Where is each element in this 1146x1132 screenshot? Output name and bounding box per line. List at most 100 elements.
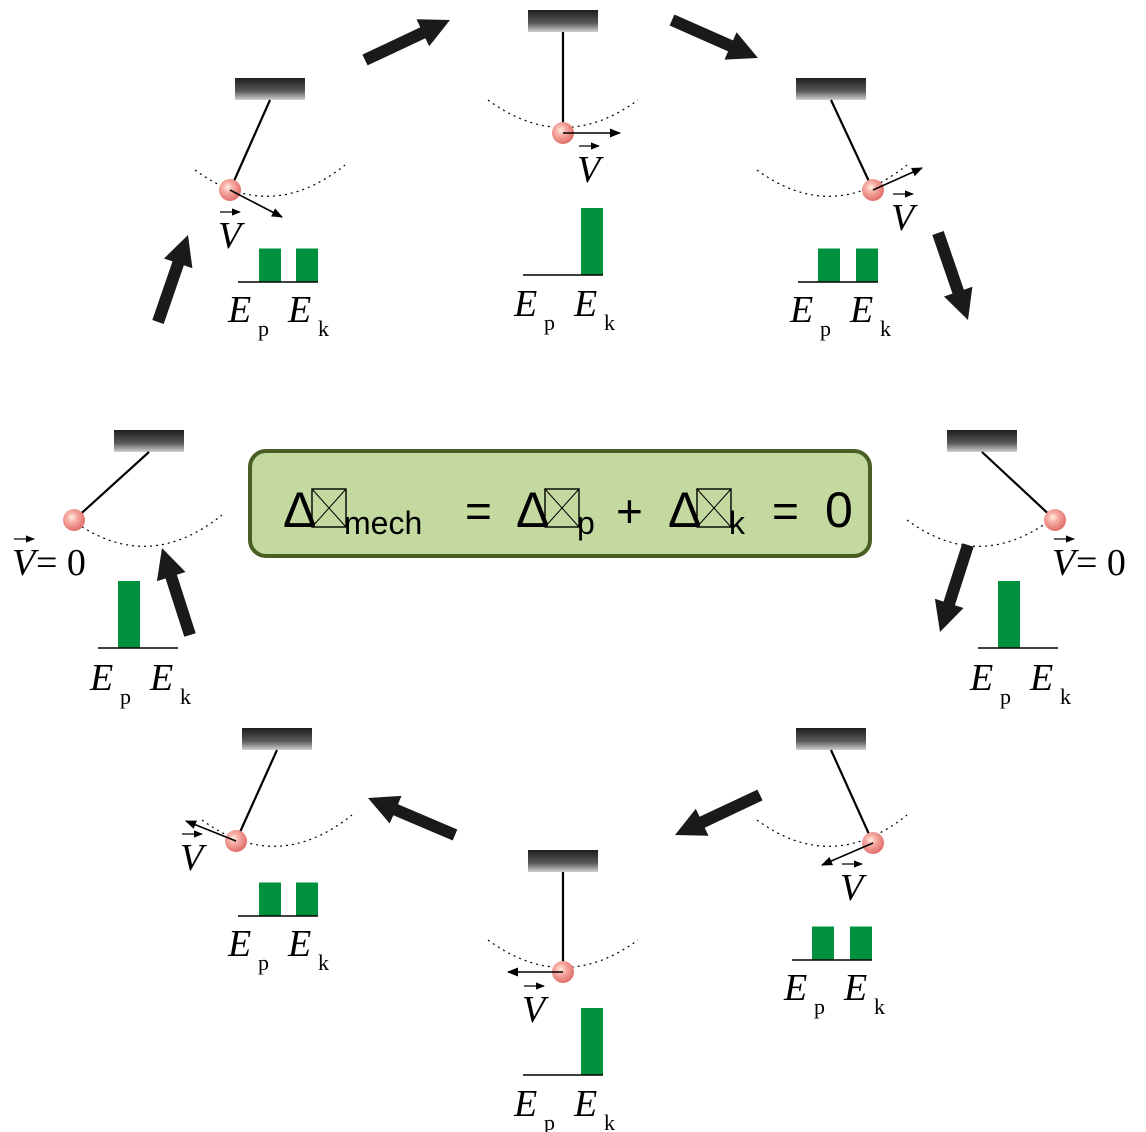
energy-glyph-box-cross — [311, 488, 347, 528]
ceiling-mount — [114, 430, 184, 452]
swing-arc — [194, 164, 346, 197]
potential-subscript: p — [258, 950, 269, 975]
ceiling-mount — [796, 728, 866, 750]
swing-arc — [756, 164, 908, 197]
cycle-arrow — [669, 14, 758, 60]
potential-subscript: p — [258, 316, 269, 341]
ceiling-mount — [947, 430, 1017, 452]
delta-symbol: Δ — [516, 482, 549, 538]
energy-glyph-box-cross — [544, 488, 580, 528]
kinetic-subscript: k — [604, 310, 615, 335]
velocity-vector — [184, 820, 237, 842]
energy-bar — [818, 248, 840, 282]
mech-subscript: mech — [344, 505, 422, 541]
velocity-label: V — [180, 837, 207, 879]
potential-subscript: p — [120, 684, 131, 709]
energy-bar — [581, 208, 603, 275]
velocity-vector — [872, 167, 924, 191]
potential-energy-label: E — [513, 1083, 537, 1125]
energy-bar — [296, 248, 318, 282]
kinetic-subscript: k — [604, 1110, 615, 1132]
potential-subscript: p — [820, 316, 831, 341]
pendulum-bob — [63, 509, 85, 531]
delta-symbol: Δ — [668, 482, 701, 538]
swing-arc — [756, 814, 908, 847]
equals-sign: = — [465, 485, 492, 537]
energy-glyph-box — [311, 488, 347, 528]
energy-bar — [259, 248, 281, 282]
kinetic-subscript: k — [180, 684, 191, 709]
velocity-label: V — [218, 215, 245, 257]
delta-symbol: Δ — [283, 482, 316, 538]
pendulum-string — [73, 451, 150, 521]
kinetic-subscript: k — [874, 994, 885, 1019]
kinetic-subscript: k — [318, 950, 329, 975]
ceiling-mount — [528, 850, 598, 872]
kinetic-energy-label: E — [149, 657, 173, 699]
kinetic-energy-label: E — [573, 283, 597, 325]
velocity-label: V — [522, 989, 549, 1031]
kinetic-energy-label: E — [849, 289, 873, 331]
kinetic-energy-label: E — [573, 1083, 597, 1125]
swing-arc — [201, 814, 353, 847]
pendulum-string — [234, 749, 279, 842]
pendulum-string — [830, 99, 874, 191]
potential-energy-label: E — [513, 283, 537, 325]
energy-bar — [998, 581, 1020, 648]
velocity-label: V — [1052, 542, 1079, 584]
cycle-arrow — [368, 795, 458, 841]
velocity-label: V — [840, 867, 867, 909]
cycle-arrow — [156, 548, 196, 637]
zero-value: 0 — [825, 482, 853, 538]
potential-subscript: p — [544, 1110, 555, 1132]
potential-energy-label: E — [969, 657, 993, 699]
energy-glyph-box — [696, 488, 732, 528]
pendulum-string — [829, 749, 875, 844]
equals-sign: = — [772, 485, 799, 537]
velocity-label: V — [891, 197, 918, 239]
potential-subscript: p — [814, 994, 825, 1019]
energy-bar — [581, 1008, 603, 1075]
velocity-label: V — [12, 542, 39, 584]
energy-bar — [856, 248, 878, 282]
energy-glyph-box-cross — [696, 488, 732, 528]
energy-glyph-box — [544, 488, 580, 528]
kinetic-energy-label: E — [843, 967, 867, 1009]
swing-arc — [906, 514, 1058, 547]
velocity-vector — [229, 189, 283, 218]
ceiling-mount — [235, 78, 305, 100]
velocity-vector — [820, 842, 874, 866]
velocity-label: V — [577, 149, 604, 191]
ceiling-mount — [796, 78, 866, 100]
pendulum-string — [981, 451, 1056, 521]
energy-bar — [296, 882, 318, 916]
cycle-arrow — [362, 19, 450, 66]
cycle-arrow — [675, 789, 763, 836]
swing-arc — [71, 514, 223, 547]
kinetic-energy-label: E — [1029, 657, 1053, 699]
energy-bar — [118, 581, 140, 648]
cycle-arrow — [934, 543, 974, 632]
kinetic-subscript: k — [318, 316, 329, 341]
potential-energy-label: E — [789, 289, 813, 331]
potential-energy-label: E — [227, 289, 251, 331]
energy-bar — [850, 926, 872, 960]
plus-sign: + — [616, 485, 643, 537]
potential-energy-label: E — [89, 657, 113, 699]
potential-energy-label: E — [227, 923, 251, 965]
velocity-zero-label: = 0 — [1076, 542, 1126, 584]
p-subscript: p — [577, 505, 595, 541]
kinetic-energy-label: E — [287, 923, 311, 965]
cycle-arrow — [152, 235, 193, 324]
potential-energy-label: E — [783, 967, 807, 1009]
potential-subscript: p — [1000, 684, 1011, 709]
energy-bar — [259, 882, 281, 916]
energy-bar — [812, 926, 834, 960]
